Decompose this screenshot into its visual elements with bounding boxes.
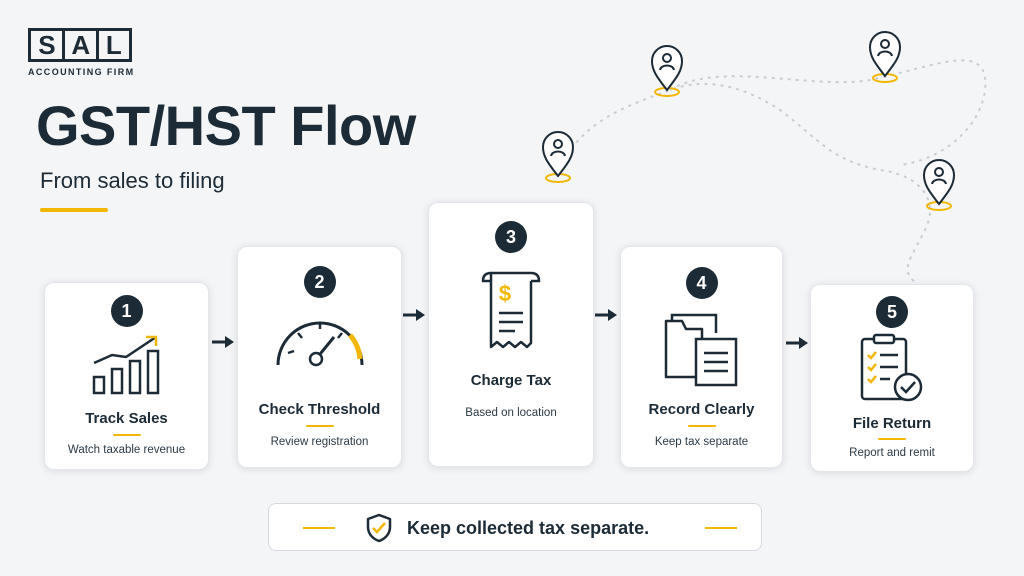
step-accent-bar	[112, 434, 141, 436]
location-pin-icon	[868, 31, 902, 83]
shield-check-icon	[366, 513, 392, 543]
step-title: File Return	[852, 415, 932, 432]
step-number: 1	[110, 295, 143, 327]
tip-banner: Keep collected tax separate.	[268, 503, 762, 551]
receipt-icon: $	[481, 271, 541, 349]
step-card-file-return: 5 File Return Report and remit	[810, 284, 974, 472]
step-card-record-clearly: 4 Record Clearly Keep tax separate	[620, 246, 783, 468]
banner-text: Keep collected tax separate.	[407, 518, 650, 538]
gauge-icon	[276, 321, 363, 367]
logo-letter-a: A	[71, 30, 91, 60]
step-description: Based on location	[465, 407, 557, 419]
step-title: Check Threshold	[258, 401, 381, 418]
step-title: Charge Tax	[470, 372, 552, 389]
logo-letter-s: S	[38, 30, 56, 60]
logo-subtitle: ACCOUNTING FIRM	[28, 67, 135, 77]
page-subtitle: From sales to filing	[40, 168, 225, 193]
step-number: 3	[495, 221, 527, 253]
step-accent-bar	[878, 438, 906, 440]
logo-divider	[96, 31, 100, 59]
step-description: Watch taxable revenue	[67, 444, 186, 456]
banner-accent-line-right	[705, 527, 737, 529]
folder-document-icon	[664, 313, 737, 387]
checklist-icon	[860, 333, 923, 402]
dotted-route-path	[669, 59, 987, 166]
banner-accent-line-left	[303, 527, 335, 529]
location-pin-icon	[650, 45, 684, 97]
bar-chart-icon	[92, 335, 159, 395]
page-title: GST/HST Flow	[36, 94, 416, 157]
step-title: Track Sales	[85, 410, 168, 427]
route-decoration	[559, 59, 987, 283]
arrow-right-icon	[595, 309, 617, 321]
step-accent-bar	[305, 425, 334, 427]
logo-letter-l: L	[105, 30, 122, 60]
step-description: Report and remit	[849, 447, 935, 459]
title-accent-bar	[40, 208, 108, 212]
svg-text:$: $	[499, 281, 511, 306]
step-description: Review registration	[270, 436, 369, 448]
step-card-track-sales: 1 Track Sales Watch taxable revenue	[44, 282, 209, 470]
step-accent-bar	[687, 425, 716, 427]
arrow-right-icon	[403, 309, 425, 321]
location-pin-icon	[922, 159, 956, 211]
logo-divider	[61, 31, 65, 59]
step-card-charge-tax: 3 $ Charge Tax Based on location	[428, 202, 594, 467]
step-number: 2	[303, 266, 336, 298]
step-number: 5	[876, 296, 908, 328]
step-description: Keep tax separate	[654, 436, 749, 448]
step-card-check-threshold: 2 Check Threshold Review registration	[237, 246, 402, 468]
step-title: Record Clearly	[648, 401, 755, 418]
dotted-route-path	[559, 82, 931, 283]
logo: S A L	[28, 28, 132, 62]
arrow-right-icon	[786, 337, 808, 349]
location-pin-icon	[541, 131, 575, 183]
step-number: 4	[685, 267, 718, 299]
arrow-right-icon	[212, 336, 234, 348]
